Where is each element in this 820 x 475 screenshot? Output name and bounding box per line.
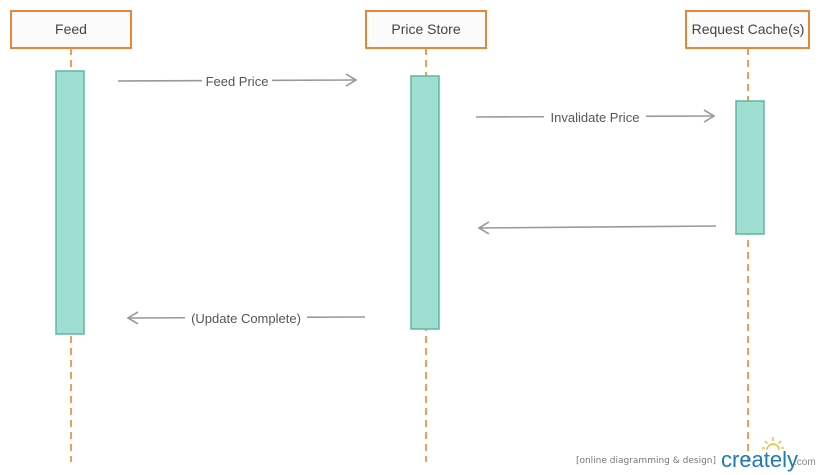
message-update-complete[interactable]: (Update Complete) [128, 309, 366, 327]
message-label: Feed Price [206, 74, 269, 89]
activations [55, 70, 765, 335]
sun-icon [762, 437, 784, 451]
participant-price-store[interactable]: Price Store [365, 10, 487, 49]
lifelines [70, 48, 749, 462]
message-label: Invalidate Price [551, 110, 640, 125]
participant-box [10, 10, 132, 49]
message-label-bg [202, 72, 272, 90]
watermark-brand: creately [721, 447, 798, 472]
participant-label: Request Cache(s) [692, 21, 805, 37]
message-return-cache[interactable] [479, 226, 717, 228]
participant-label: Feed [55, 21, 87, 37]
activation-feed[interactable] [55, 70, 85, 335]
activation-price-store[interactable] [410, 75, 440, 330]
message-feed-price[interactable]: Feed Price [117, 72, 356, 90]
watermark-tagline: [online diagramming & design] [576, 456, 716, 466]
activation-request-cache[interactable] [735, 100, 765, 235]
message-label-bg [544, 108, 646, 126]
participant-box [685, 10, 810, 49]
participant-feed[interactable]: Feed [10, 10, 132, 49]
participant-box [365, 10, 487, 49]
participant-label: Price Store [391, 21, 460, 37]
participant-request-cache[interactable]: Request Cache(s) [685, 10, 810, 49]
message-label-bg [185, 309, 307, 327]
creately-watermark[interactable]: [online diagramming & design] creately .… [576, 437, 816, 472]
watermark-suffix: .com [794, 457, 816, 468]
message-arrow [479, 226, 717, 228]
message-label: (Update Complete) [191, 311, 301, 326]
message-invalidate-price[interactable]: Invalidate Price [475, 108, 714, 126]
